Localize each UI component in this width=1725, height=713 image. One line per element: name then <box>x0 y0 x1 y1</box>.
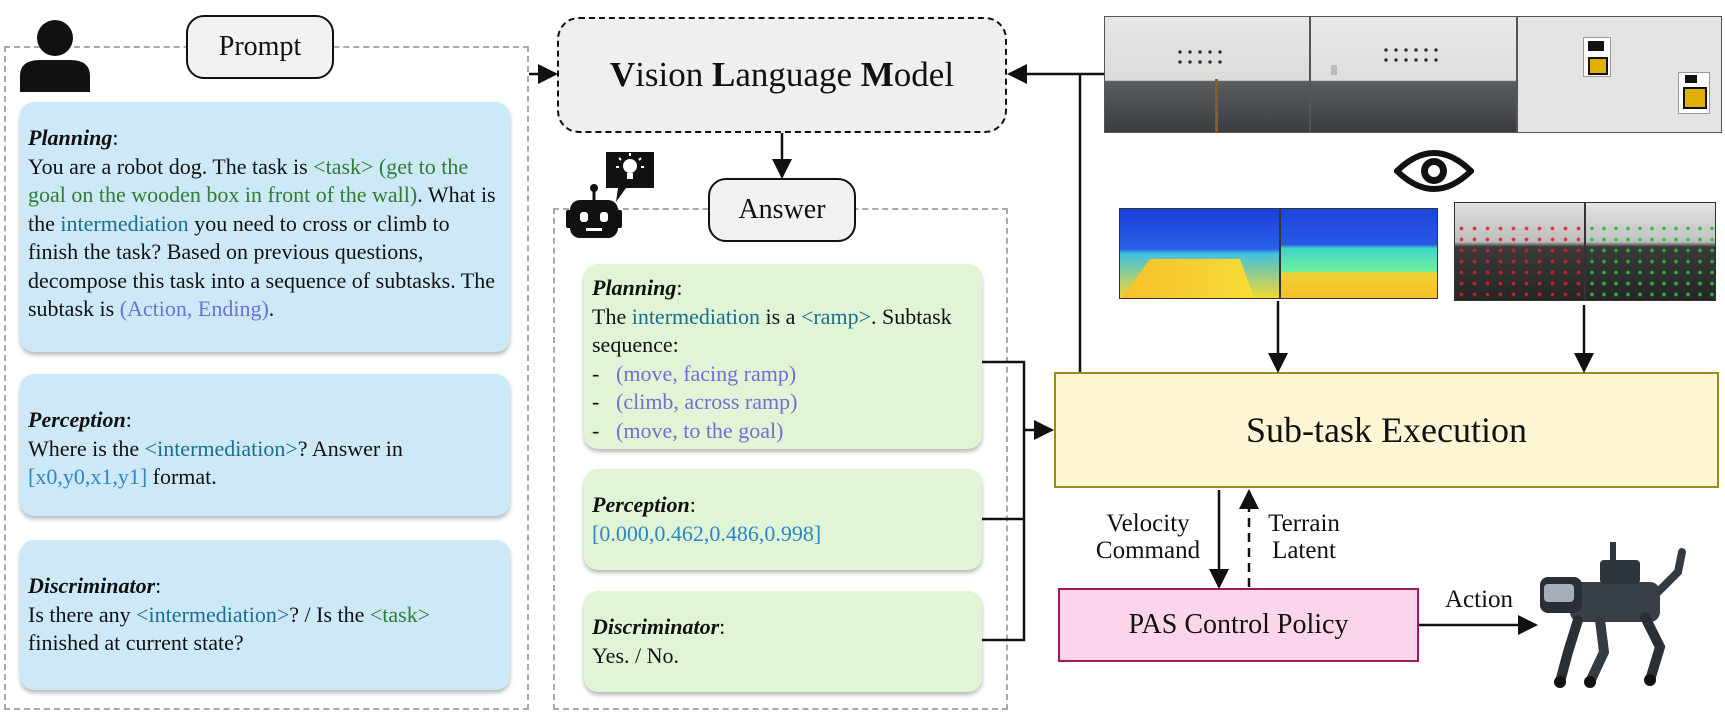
answer-bbox-value: [0.000,0.462,0.486,0.998] <box>592 520 822 546</box>
eye-icon <box>1394 150 1474 192</box>
prompt-discriminator-text: ? / Is the <box>289 601 370 627</box>
answer-planning-text: is a <box>760 303 801 329</box>
prompt-planning-text: you need to cross or climb to finish the… <box>28 210 495 322</box>
answer-discriminator-heading: Discriminator <box>592 614 720 639</box>
bracket-answer-cards <box>982 360 1026 642</box>
feature-frame-2 <box>1585 202 1716 301</box>
subtask-step: -(move, to the goal) <box>592 417 784 443</box>
prompt-planning-text: . <box>268 296 275 321</box>
camera-frame-3 <box>1517 16 1722 133</box>
prompt-planning-text: You are a robot dog. The task is <box>28 153 314 179</box>
prompt-label-text: Prompt <box>218 31 302 62</box>
prompt-perception-card: Perception: Where is the <intermediation… <box>20 374 510 516</box>
prompt-action-ending-token: (Action, Ending) <box>119 296 269 321</box>
prompt-perception-text: Where is the <box>28 435 145 461</box>
prompt-intermediation-token: intermediation <box>60 210 189 236</box>
prompt-intermediation-token: <intermediation> <box>136 601 290 627</box>
answer-ramp-token: <ramp> <box>800 303 871 329</box>
pas-control-policy-label: PAS Control Policy <box>1128 609 1349 640</box>
answer-intermediation-token: intermediation <box>631 303 760 329</box>
subtask-execution-label: Sub-task Execution <box>1246 410 1527 450</box>
depth-map-2 <box>1280 208 1438 299</box>
action-label: Action <box>1444 586 1514 613</box>
camera-frame-2 <box>1310 16 1517 133</box>
subtask-execution-box: Sub-task Execution <box>1054 372 1719 488</box>
vision-language-model-box: Vision Language Model <box>557 17 1007 133</box>
prompt-discriminator-card: Discriminator: Is there any <intermediat… <box>20 540 510 690</box>
camera-frame-1 <box>1104 16 1310 133</box>
prompt-perception-text: format. <box>147 464 217 489</box>
vlm-title: Vision Language Model <box>609 55 955 94</box>
prompt-label: Prompt <box>186 15 334 79</box>
prompt-format-token: [x0,y0,x1,y1] <box>28 464 148 489</box>
prompt-task-token: <task> (get to the goal on the wooden bo… <box>28 153 469 208</box>
answer-planning-card: Planning: The intermediation is a <ramp>… <box>584 264 982 449</box>
prompt-planning-text: . What is the <box>28 182 496 236</box>
prompt-perception-text: ? Answer in <box>297 435 403 461</box>
pas-control-policy-box: PAS Control Policy <box>1058 588 1419 662</box>
prompt-task-token: <task> <box>369 601 431 627</box>
robot-dog-image <box>1540 542 1686 688</box>
depth-map-1 <box>1119 208 1280 299</box>
answer-label-text: Answer <box>738 194 826 225</box>
subtask-step: -(move, facing ramp) <box>592 360 797 386</box>
answer-discriminator-card: Discriminator: Yes. / No. <box>584 591 982 692</box>
user-icon <box>20 20 90 92</box>
answer-perception-card: Perception: [0.000,0.462,0.486,0.998] <box>584 469 982 570</box>
answer-planning-text: . Subtask sequence: <box>592 303 952 358</box>
answer-planning-heading: Planning <box>592 275 677 300</box>
answer-label: Answer <box>708 178 856 242</box>
answer-discriminator-text: Yes. / No. <box>592 642 680 668</box>
feature-frame-1 <box>1454 202 1585 301</box>
prompt-perception-heading: Perception <box>28 407 126 432</box>
prompt-planning-heading: Planning <box>28 125 113 150</box>
prompt-intermediation-token: <intermediation> <box>144 435 298 461</box>
prompt-discriminator-text: finished at current state? <box>28 630 244 655</box>
robot-idea-icon <box>566 152 654 238</box>
prompt-planning-card: Planning: You are a robot dog. The task … <box>20 102 510 352</box>
answer-planning-text: The <box>592 303 632 329</box>
answer-perception-heading: Perception <box>592 492 690 517</box>
prompt-discriminator-heading: Discriminator <box>28 573 156 598</box>
prompt-discriminator-text: Is there any <box>28 601 137 627</box>
subtask-step: -(climb, across ramp) <box>592 389 798 414</box>
